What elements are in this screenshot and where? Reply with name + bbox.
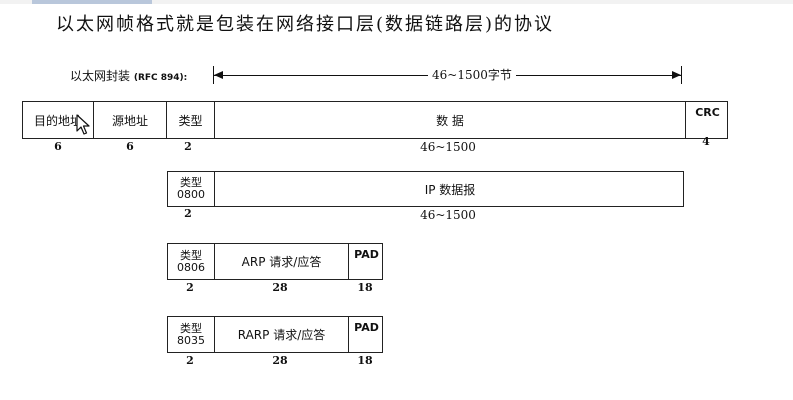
rarp-type-field: 类型 8035: [168, 317, 214, 352]
rarp-size-type: 2: [186, 354, 194, 367]
field-data-label: 数 据: [436, 113, 464, 128]
field-src-address: 源地址: [93, 102, 166, 138]
ip-type-label: 类型: [180, 176, 202, 189]
arp-size-payload: 28: [272, 281, 288, 294]
field-dest-label: 目的地址: [33, 113, 82, 128]
rarp-size-pad: 18: [357, 354, 373, 367]
arp-type-field: 类型 0806: [168, 244, 214, 279]
field-src-label: 源地址: [111, 113, 148, 128]
size-dest: 6: [54, 140, 62, 153]
field-dest-address: 目的地址: [23, 102, 93, 138]
field-data: 数 据: [214, 102, 685, 138]
rarp-pad-field: PAD: [348, 317, 384, 352]
ip-payload-field: IP 数据报: [214, 172, 685, 206]
ip-frame: 类型 0800 IP 数据报: [167, 171, 684, 207]
field-crc-label: CRC: [695, 106, 720, 119]
arp-size-type: 2: [186, 281, 194, 294]
field-type-label: 类型: [178, 113, 203, 128]
field-type: 类型: [166, 102, 214, 138]
encapsulation-label: 以太网封装 (RFC 894):: [70, 67, 187, 84]
rarp-size-payload: 28: [272, 354, 288, 367]
ip-payload-label: IP 数据报: [424, 182, 476, 197]
span-label: 46~1500字节: [428, 66, 516, 83]
field-crc: CRC: [685, 102, 729, 138]
arp-payload-field: ARP 请求/应答: [214, 244, 348, 279]
rarp-pad-label: PAD: [354, 321, 379, 334]
encapsulation-title: 以太网封装: [70, 69, 131, 83]
arp-pad-field: PAD: [348, 244, 384, 279]
rarp-type-code: 8035: [177, 333, 205, 347]
arp-type-code: 0806: [177, 260, 205, 274]
encapsulation-rfc: (RFC 894):: [133, 73, 188, 83]
window-tab[interactable]: [32, 0, 152, 4]
rarp-payload-label: RARP 请求/应答: [237, 328, 326, 342]
span-left-tick: [213, 66, 214, 84]
page-title: 以太网帧格式就是包装在网络接口层(数据链路层)的协议: [56, 14, 555, 35]
span-right-tick: [681, 66, 682, 84]
ip-type-code: 0800: [177, 188, 205, 201]
size-data: 46~1500: [420, 140, 476, 154]
size-type: 2: [184, 140, 192, 153]
mouse-pointer-icon: [76, 114, 90, 135]
size-crc: 4: [702, 135, 710, 148]
ip-size-payload: 46~1500: [420, 208, 476, 222]
size-src: 6: [126, 140, 134, 153]
span-arrow-left-icon: [214, 71, 223, 79]
span-arrow-right-icon: [672, 71, 681, 79]
arp-size-pad: 18: [357, 281, 373, 294]
ip-type-field: 类型 0800: [168, 172, 214, 206]
arp-pad-label: PAD: [354, 248, 379, 261]
rarp-type-label: 类型: [180, 321, 202, 335]
arp-payload-label: ARP 请求/应答: [241, 255, 322, 269]
ip-size-type: 2: [184, 207, 192, 220]
ethernet-frame: 目的地址 源地址 类型 数 据 CRC: [22, 101, 728, 139]
arp-type-label: 类型: [180, 248, 202, 262]
arp-frame: 类型 0806 ARP 请求/应答 PAD: [167, 243, 383, 280]
window-top-bar: [0, 0, 793, 4]
rarp-frame: 类型 8035 RARP 请求/应答 PAD: [167, 316, 383, 353]
rarp-payload-field: RARP 请求/应答: [214, 317, 348, 352]
